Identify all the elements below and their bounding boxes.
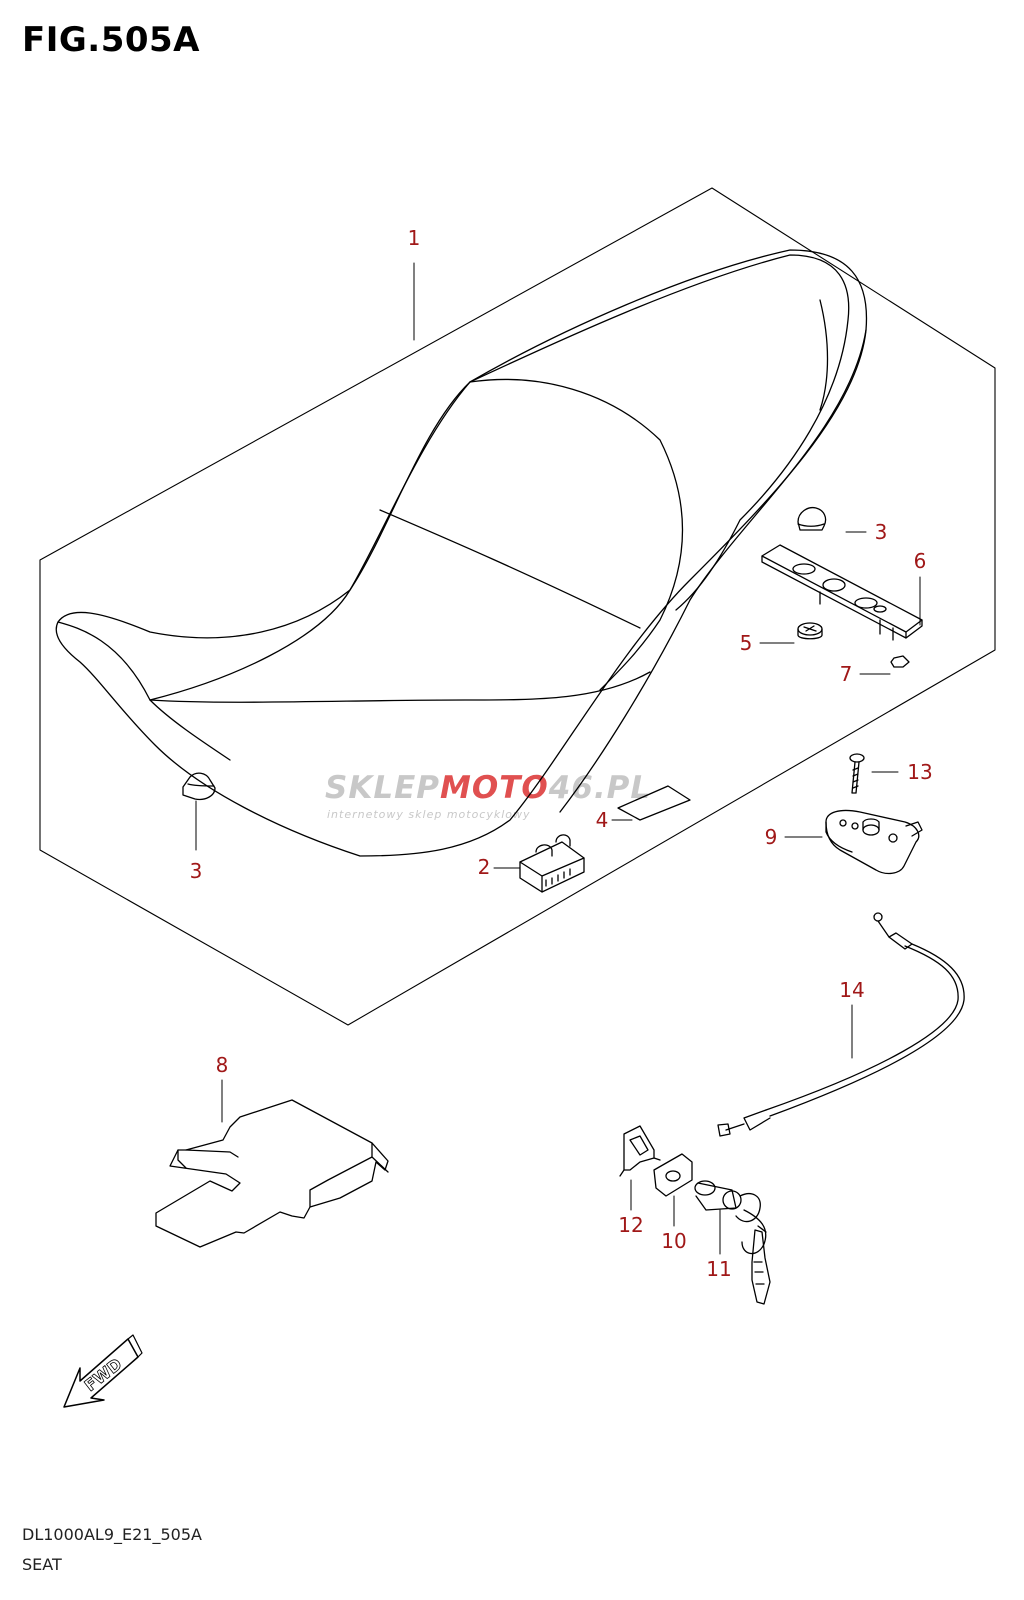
callout-1: 1	[408, 226, 421, 250]
seat-passenger-section	[469, 254, 850, 611]
label-part	[617, 785, 691, 821]
seat-rider-section	[149, 378, 684, 701]
group-boundary	[39, 187, 996, 1026]
callout-6: 6	[914, 549, 927, 573]
svg-text:internetowy sklep motocyklowy: internetowy sklep motocyklowy	[327, 808, 531, 821]
callout-7: 7	[840, 662, 853, 686]
cushion-part-left	[182, 772, 216, 801]
watermark: SKLEPMOTO46.PL internetowy sklep motocyk…	[325, 770, 651, 821]
svg-text:SKLEPMOTO46.PL: SKLEPMOTO46.PL	[325, 770, 651, 806]
callout-14: 14	[839, 978, 864, 1002]
clip-part	[619, 1125, 661, 1177]
holder-part	[155, 1099, 389, 1248]
callout-12: 12	[618, 1213, 643, 1237]
callout-9: 9	[765, 825, 778, 849]
callout-5: 5	[740, 631, 753, 655]
callout-4: 4	[596, 808, 609, 832]
cable-part	[717, 912, 965, 1137]
seat-lower-edge	[149, 671, 651, 703]
diagram-code: DL1000AL9_E21_505A	[22, 1525, 202, 1544]
cushion-part-right	[797, 506, 827, 531]
callout-8: 8	[216, 1053, 229, 1077]
callout-3-right: 3	[875, 520, 888, 544]
seat-tail-curve	[819, 299, 829, 411]
seat-part	[55, 249, 868, 857]
clamp-part	[519, 834, 585, 893]
seat-front-edge	[57, 621, 231, 761]
callout-2: 2	[478, 855, 491, 879]
callouts: 1 2 3 3 4 5 6 7 8 9 10 11 12 13 14	[190, 226, 933, 1281]
bracket-part	[761, 544, 923, 641]
fwd-arrow-icon: FWD	[63, 1334, 143, 1408]
grommet-part	[797, 622, 823, 640]
callout-11: 11	[706, 1257, 731, 1281]
callout-10: 10	[661, 1229, 686, 1253]
leader-lines	[195, 262, 921, 1255]
callout-3-left: 3	[190, 859, 203, 883]
seat-lock-part	[825, 809, 923, 875]
figure-title: FIG.505A	[22, 20, 200, 60]
callout-13: 13	[907, 760, 932, 784]
lock-cylinder-part	[694, 1180, 771, 1305]
screw-part	[849, 753, 865, 794]
seat-side-rim	[559, 329, 867, 813]
plate-part	[653, 1153, 693, 1197]
nut-part	[890, 655, 910, 668]
seat-seam	[379, 509, 641, 629]
seat-outline	[55, 249, 868, 857]
section-name: SEAT	[22, 1555, 62, 1574]
